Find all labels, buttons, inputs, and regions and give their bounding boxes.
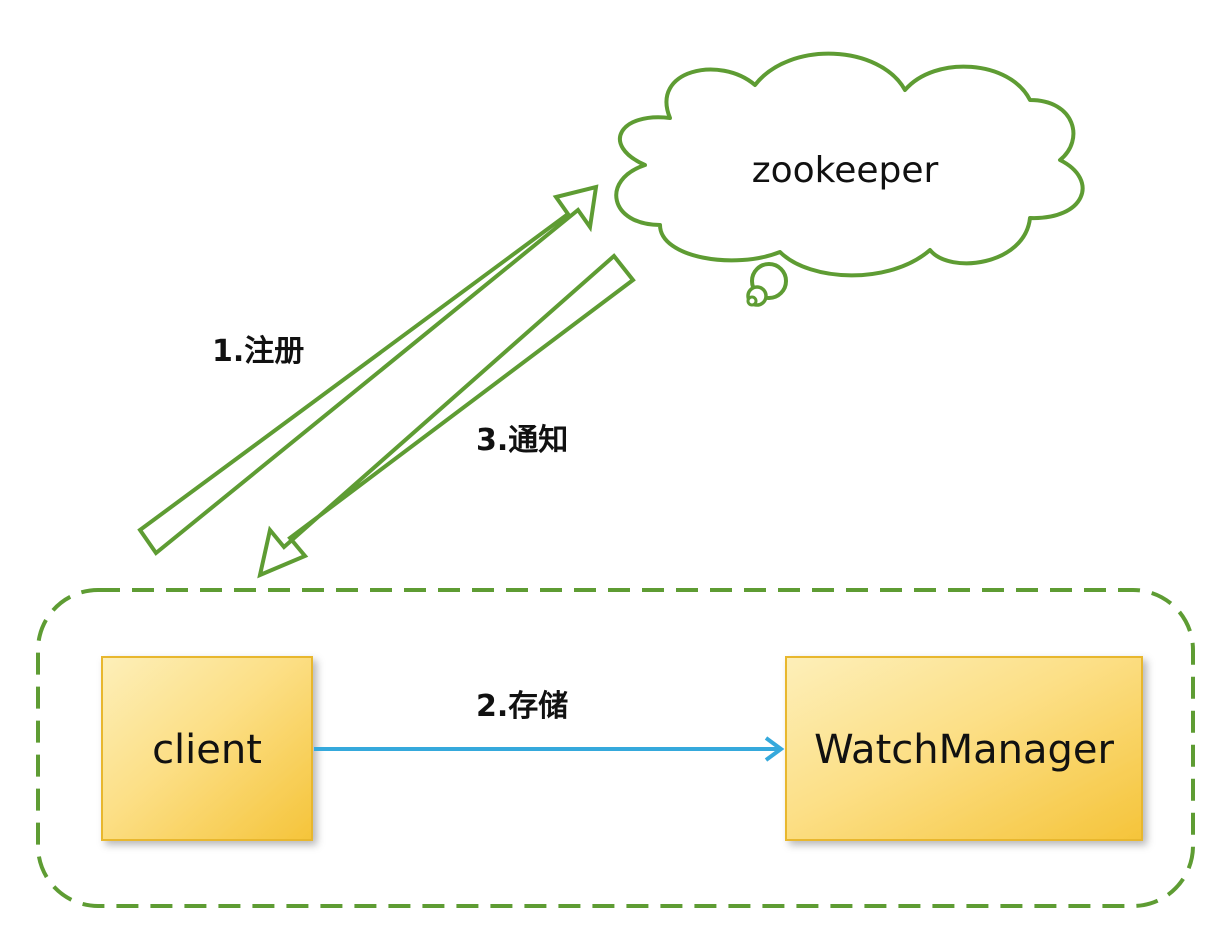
watch-manager-box [785,656,1143,841]
cloud-icon [614,51,1085,278]
zookeeper-cloud: zookeeper [614,51,1085,307]
watch-manager-label: WatchManager [814,727,1114,773]
register-arrow [137,184,599,556]
client-box [101,656,313,841]
store-arrowhead-icon [764,736,785,762]
notify-label: 3.通知 [476,423,568,458]
client-side-boundary [36,588,1195,908]
zookeeper-label: zookeeper [752,150,939,191]
cloud-bubble-small [746,295,758,307]
client-node: client [101,656,313,841]
store-label: 2.存储 [476,689,568,724]
register-label: 1.注册 [212,334,304,369]
store-arrow [314,736,785,762]
watch-manager-node: WatchManager [785,656,1143,841]
notify-arrow [257,253,636,579]
client-label: client [152,727,262,773]
